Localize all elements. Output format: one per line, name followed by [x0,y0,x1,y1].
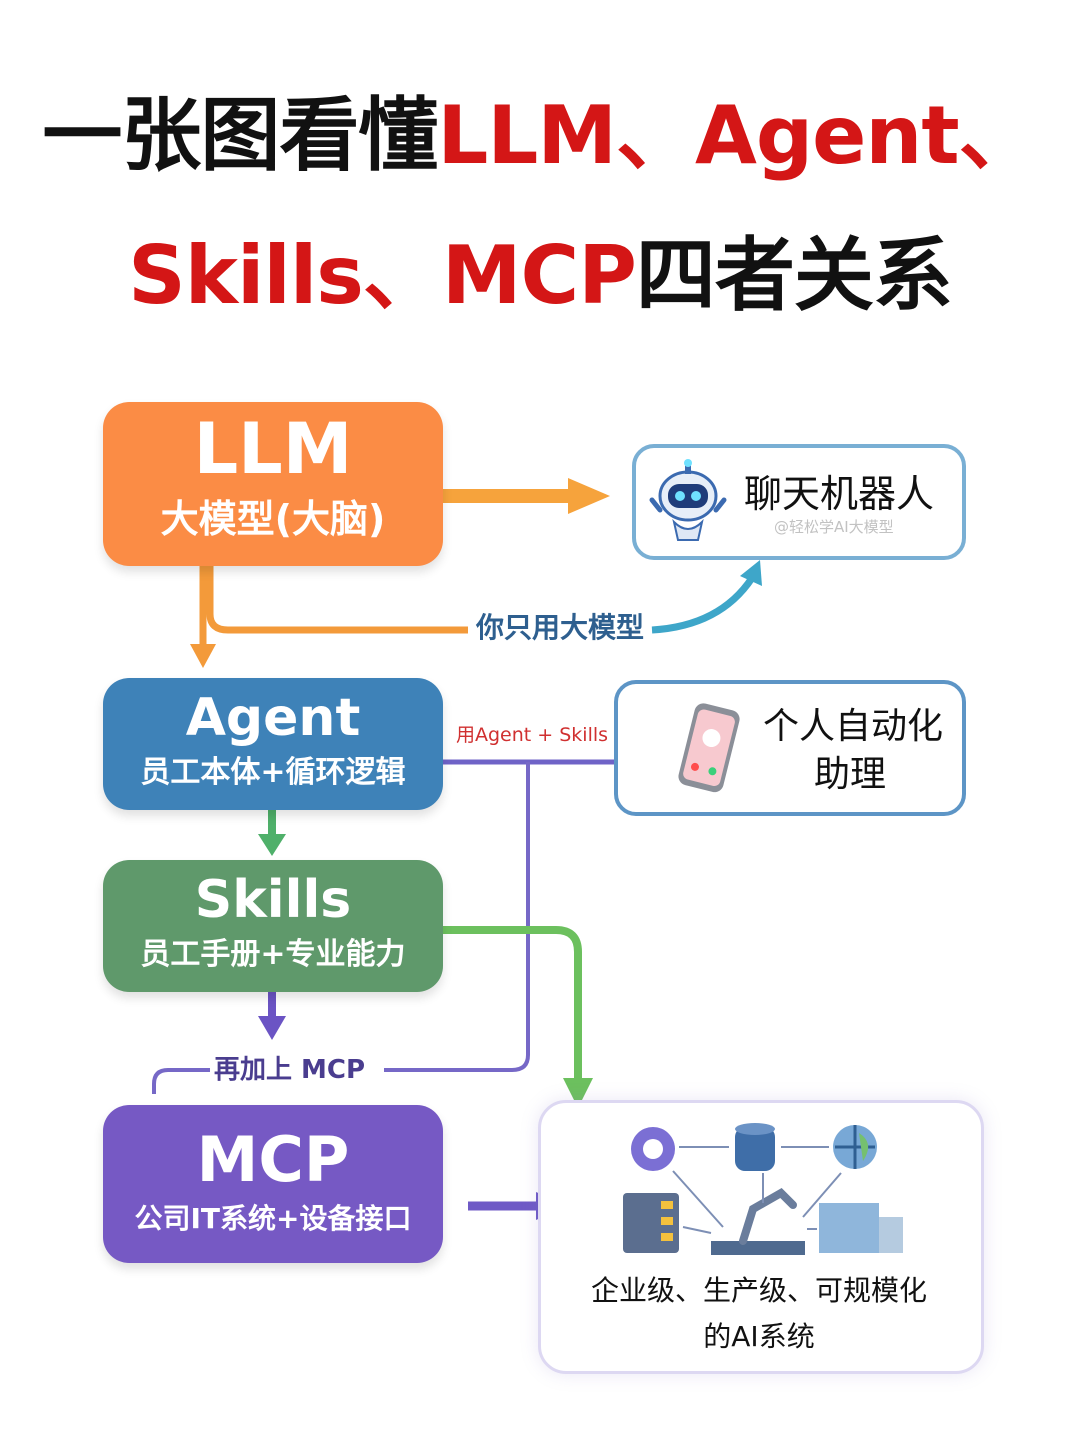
server-icon [623,1193,679,1253]
mcp-name: MCP [196,1123,350,1196]
chatbot-label: 聊天机器人 [744,472,935,516]
phone-icon [678,703,740,793]
system-box: 企业级、生产级、可规模化 的AI系统 [538,1100,984,1374]
llm-box: LLM 大模型(大脑) [103,402,443,566]
label-add-mcp: 再加上 MCP [214,1055,366,1085]
line-agent-to-mcp [152,762,530,1094]
skills-name: Skills [194,870,352,930]
database-icon [735,1123,775,1171]
mcp-box: MCP 公司IT系统+设备接口 [103,1105,443,1263]
mcp-desc: 公司IT系统+设备接口 [134,1202,412,1235]
chatbot-box: 聊天机器人 @轻松学AI大模型 [632,444,966,560]
arrow-skills-to-mcp [258,992,286,1040]
agent-desc: 员工本体+循环逻辑 [140,755,406,790]
skills-box: Skills 员工手册+专业能力 [103,860,443,992]
arrow-llm-to-agent [190,566,216,668]
globe-icon [833,1125,877,1169]
arrow-skills-to-system [443,926,593,1108]
page-title-line2: Skills、MCP四者关系 [128,229,953,322]
label-llm-only: 你只用大模型 [476,611,645,644]
arrow-llm-to-chatbot [443,478,610,514]
llm-desc: 大模型(大脑) [160,497,386,541]
robot-arm-icon [711,1188,805,1255]
arrow-llm-only-curve [206,560,762,634]
gear-icon [631,1127,675,1171]
page-title-line1: 一张图看懂LLM、Agent、 [42,89,1038,182]
skills-desc: 员工手册+专业能力 [140,937,406,972]
system-line1: 企业级、生产级、可规模化 [590,1274,927,1307]
watermark-text: @轻松学AI大模型 [774,518,894,536]
llm-name: LLM [193,408,353,490]
assistant-line2: 助理 [813,754,886,795]
agent-name: Agent [185,688,361,748]
enterprise-systems-illustration [623,1123,903,1255]
assistant-box: 个人自动化 助理 [614,680,966,816]
agent-box: Agent 员工本体+循环逻辑 [103,678,443,810]
system-line2: 的AI系统 [703,1320,815,1353]
assistant-line1: 个人自动化 [762,706,943,747]
arrow-agent-to-skills [258,810,286,856]
robot-icon [649,459,727,541]
factory-icon [819,1203,903,1253]
label-agent-skills: 用Agent + Skills [456,724,609,746]
